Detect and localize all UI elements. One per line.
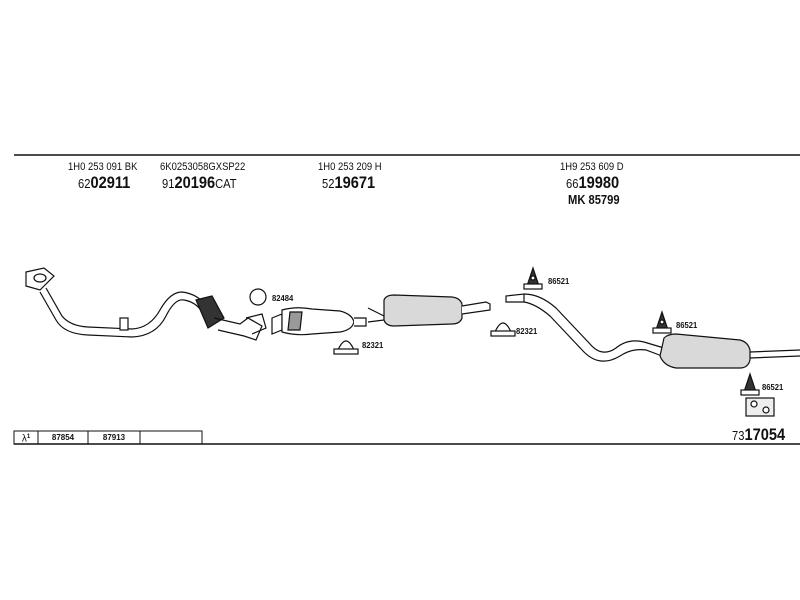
front-downpipe [25,267,267,341]
hanger-top-label: 86521 [548,276,570,286]
rear-silencer-part-number: 6619980 [566,173,620,192]
catalyst-oe-number: 6K0253058GXSP22 [160,161,246,173]
downpipe-part-number: 6202911 [78,173,131,192]
rear-silencer-mounting-kit: MK 85799 [568,192,620,207]
rear-section [505,293,800,369]
clamp-left-label: 82321 [362,340,384,350]
hanger-bottom-shape [740,372,775,417]
gasket-ring [249,288,267,306]
hanger-mid-label: 86521 [676,320,698,330]
middle-silencer-part-number: 5219671 [322,173,376,192]
table-symbol-cell: λ1 [21,433,31,445]
middle-silencer [367,294,491,327]
middle-silencer-oe-number: 1H0 253 209 H [318,161,382,173]
clamp-right-label: 82321 [516,326,538,336]
gasket-label: 82484 [272,293,294,303]
accessory-table [13,430,203,445]
table-cell: 87913 [102,433,126,442]
clamp-right-shape [490,322,516,337]
clamp-left-shape [333,340,359,355]
catalytic-converter [271,307,367,336]
hanger-mid-shape [652,310,672,334]
kit-part-number: 7317054 [732,425,786,444]
rear-silencer-oe-number: 1H9 253 609 D [560,161,624,173]
hanger-top-shape [523,266,543,290]
catalyst-part-number: 9120196CAT [162,173,237,192]
hanger-bottom-label: 86521 [762,382,784,392]
downpipe-oe-number: 1H0 253 091 BK [68,161,138,173]
table-cell: 87854 [51,433,75,442]
